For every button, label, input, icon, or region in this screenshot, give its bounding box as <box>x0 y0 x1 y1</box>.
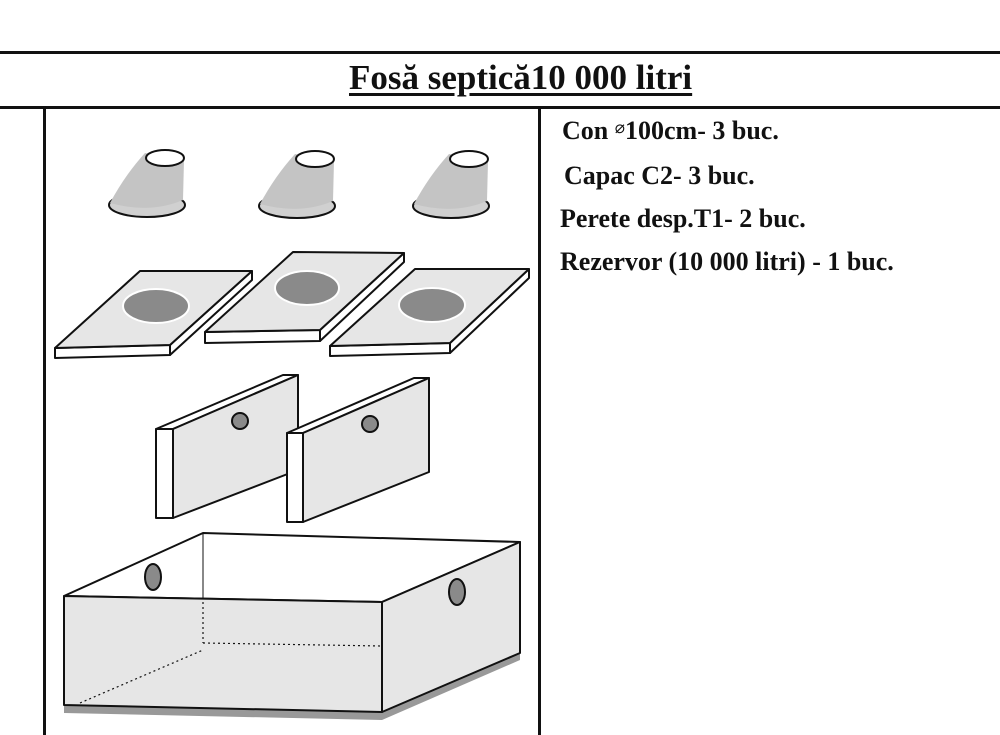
cone-label: 100cm- 3 buc. <box>625 116 779 145</box>
page-title: Fosă septică10 000 litri <box>349 58 693 97</box>
tank <box>63 532 521 720</box>
component-tank: Rezervor (10 000 litri) - 1 buc. <box>560 247 894 276</box>
divider-wall-1 <box>155 374 299 519</box>
component-cone: Con ⌀100cm- 3 buc. <box>562 116 779 146</box>
middle-column-line <box>538 106 541 735</box>
cone-3 <box>412 150 490 219</box>
lid-3 <box>329 268 530 357</box>
component-divider-wall: Perete desp.T1- 2 buc. <box>560 204 806 233</box>
header-bottom-line <box>0 106 1000 109</box>
top-border-line <box>0 51 1000 54</box>
divider-wall-2 <box>286 377 430 523</box>
left-column-line <box>43 106 46 735</box>
lid-1 <box>54 270 253 359</box>
cone-2 <box>258 150 336 219</box>
diameter-symbol: ⌀ <box>614 118 625 137</box>
component-lid: Capac C2- 3 buc. <box>564 161 755 190</box>
lid-2 <box>204 251 405 344</box>
cone-label-prefix: Con <box>562 116 615 145</box>
cone-1 <box>108 149 186 218</box>
